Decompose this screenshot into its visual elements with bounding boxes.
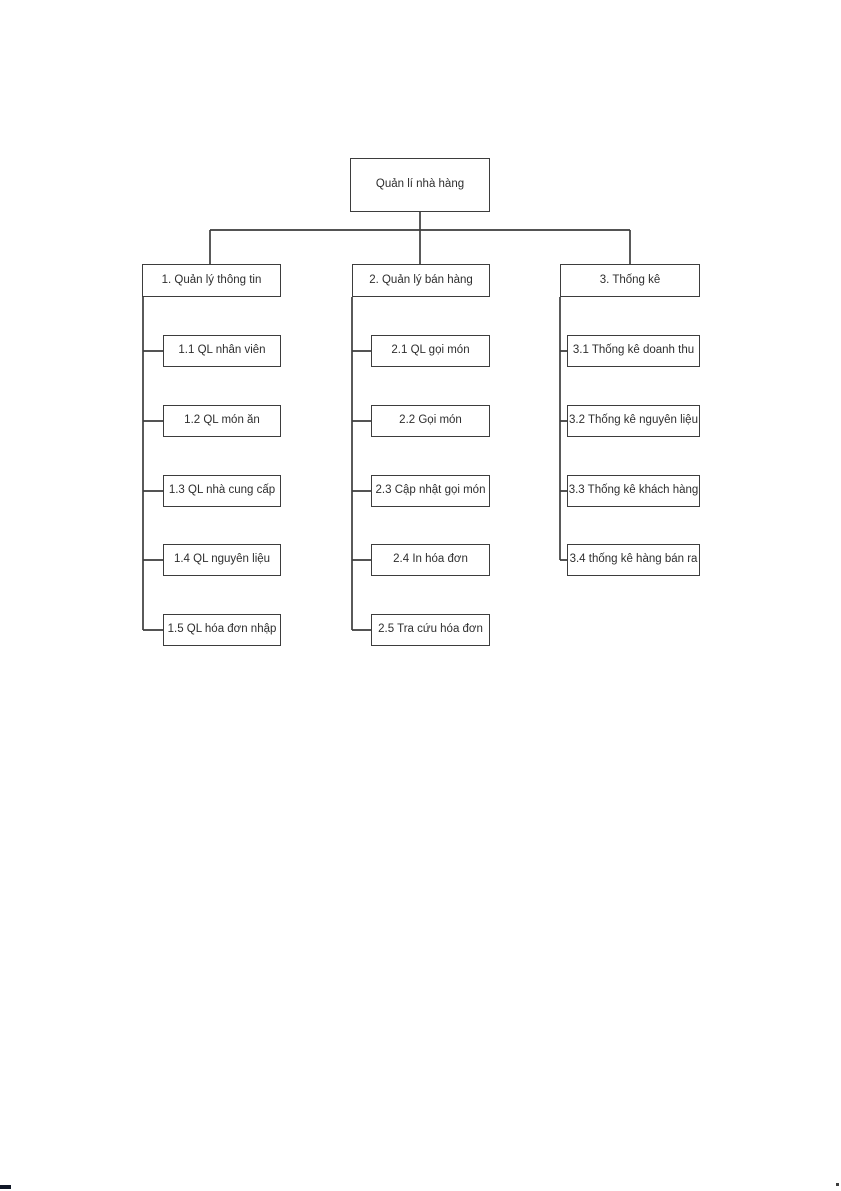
connector-branch-1 <box>142 297 163 631</box>
node-3-1: 3.1 Thống kê doanh thu <box>567 335 700 367</box>
node-3-2: 3.2 Thống kê nguyên liệu <box>567 405 700 437</box>
node-2-5: 2.5 Tra cứu hóa đơn <box>371 614 490 646</box>
node-2-4: 2.4 In hóa đơn <box>371 544 490 576</box>
node-2-2: 2.2 Gọi món <box>371 405 490 437</box>
node-3-3: 3.3 Thống kê khách hàng <box>567 475 700 507</box>
page-artifact-bottom-left <box>0 1185 11 1189</box>
page-artifact-bottom-right <box>836 1183 839 1186</box>
connector-root <box>209 212 631 264</box>
connector-branch-2 <box>351 297 371 631</box>
node-1-3: 1.3 QL nhà cung cấp <box>163 475 281 507</box>
connector-branch-3 <box>559 297 567 561</box>
node-1-1: 1.1 QL nhân viên <box>163 335 281 367</box>
node-1-4: 1.4 QL nguyên liệu <box>163 544 281 576</box>
node-2-1: 2.1 QL gọi món <box>371 335 490 367</box>
node-branch-1: 1. Quản lý thông tin <box>142 264 281 297</box>
node-branch-3: 3. Thống kê <box>560 264 700 297</box>
node-root: Quản lí nhà hàng <box>350 158 490 212</box>
node-1-5: 1.5 QL hóa đơn nhập <box>163 614 281 646</box>
node-1-2: 1.2 QL món ăn <box>163 405 281 437</box>
node-2-3: 2.3 Cập nhật gọi món <box>371 475 490 507</box>
node-3-4: 3.4 thống kê hàng bán ra <box>567 544 700 576</box>
node-branch-2: 2. Quản lý bán hàng <box>352 264 490 297</box>
